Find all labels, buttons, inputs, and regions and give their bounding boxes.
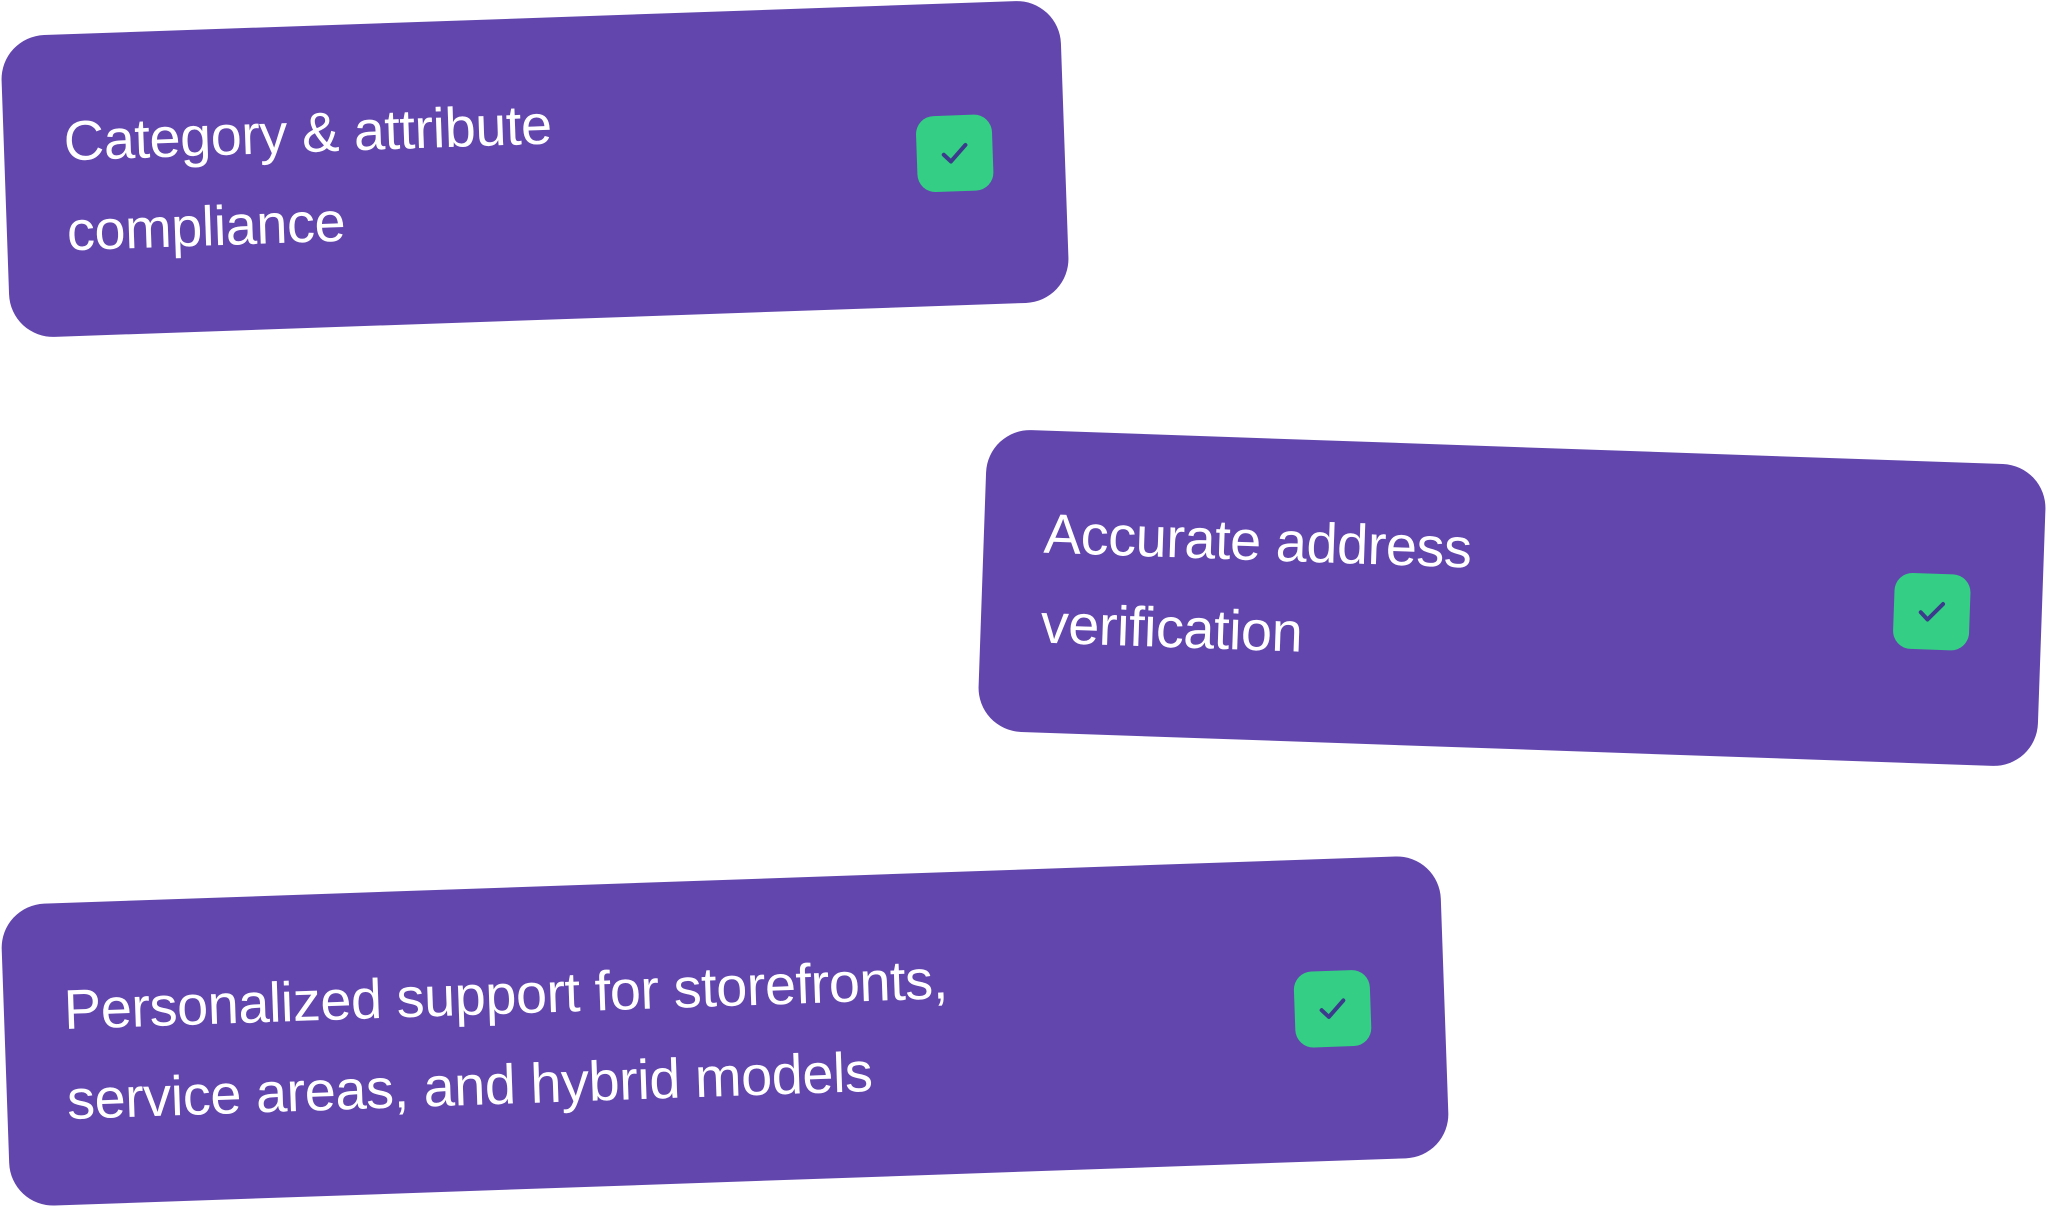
check-icon [941,142,968,164]
feature-card-text: Accurate address verification [1039,489,1473,684]
check-icon [1319,998,1346,1019]
feature-card-line-1: Personalized support for storefronts, [62,947,949,1042]
check-badge [915,114,995,193]
feature-card-text: Category & attribute compliance [62,79,556,276]
feature-card-category-compliance: Category & attribute compliance [0,0,1070,339]
feature-card-line-1: Category & attribute [62,92,553,173]
feature-card-line-2: compliance [65,189,347,263]
check-icon [1918,602,1946,622]
feature-card-address-verification: Accurate address verification [977,428,2047,768]
feature-card-text: Personalized support for storefronts,ser… [62,934,952,1145]
check-badge [1293,969,1372,1049]
feature-card-line-1: Accurate address [1042,501,1473,580]
feature-card-personalized-support: Personalized support for storefronts,ser… [0,854,1450,1208]
feature-card-line-2: service areas, and hybrid models [65,1039,874,1131]
check-badge [1892,572,1972,651]
feature-card-line-2: verification [1039,591,1304,664]
